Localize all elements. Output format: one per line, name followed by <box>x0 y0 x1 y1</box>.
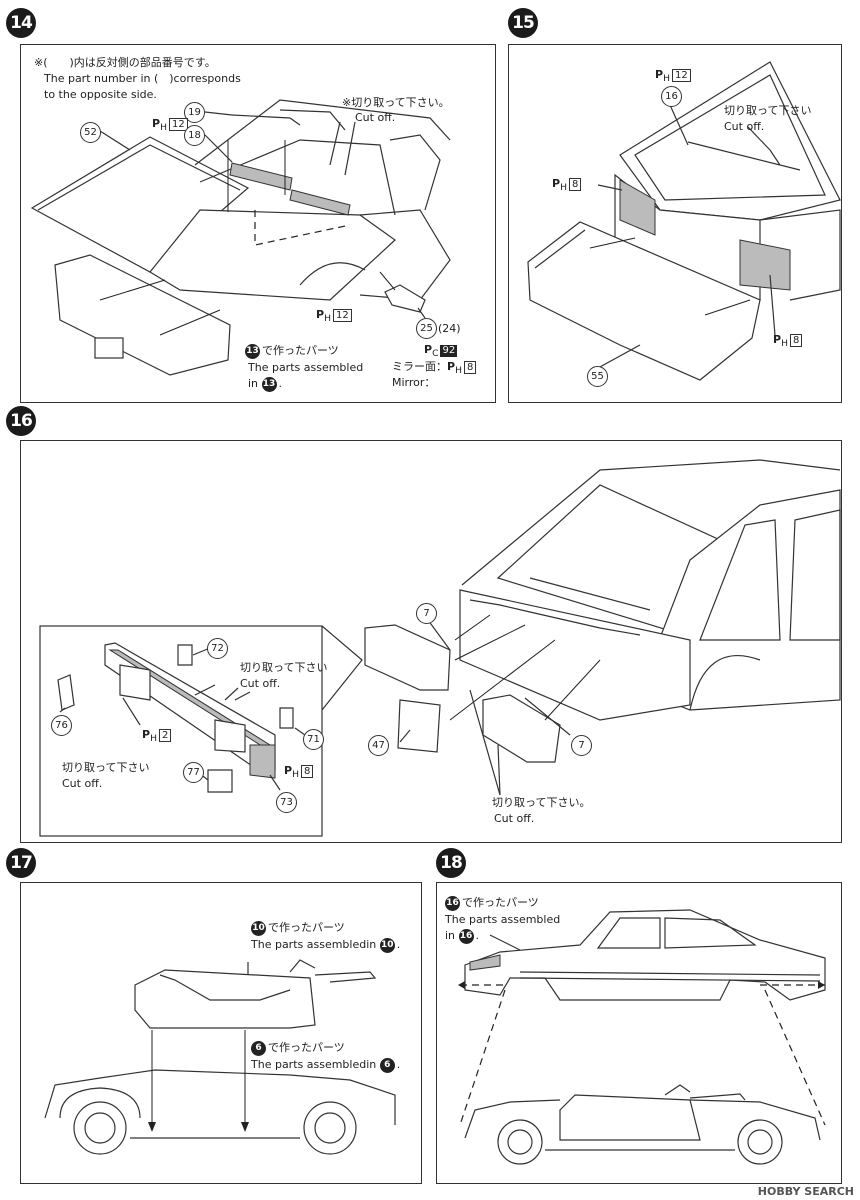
ref-10-badge-2: 10 <box>379 937 395 953</box>
step-17-a-en: The parts assembledin 10. <box>251 937 401 953</box>
step-14-assembled-en-2: in 13. <box>248 376 283 392</box>
step-14-assembled-en-1: The parts assembled <box>248 361 364 374</box>
part-76-label: 76 <box>51 715 72 736</box>
ref-13-badge: 13 <box>245 343 260 359</box>
step-16-cutoff2-en: Cut off. <box>62 777 103 790</box>
step-14-number: 14 <box>6 8 36 38</box>
step-17-b-en: The parts assembledin 6. <box>251 1057 401 1073</box>
part-55-label: 55 <box>587 366 608 387</box>
part-77-label: 77 <box>183 762 204 783</box>
ref-6-badge-2: 6 <box>379 1057 395 1073</box>
step-16-cutoff3-jp: 切り取って下さい。 <box>492 796 591 809</box>
ref-16-badge-2: 16 <box>458 928 474 944</box>
part-72-label: 72 <box>207 638 228 659</box>
step-15-cutoff-jp: 切り取って下さい <box>724 104 812 117</box>
step-15-number: 15 <box>508 8 538 38</box>
part-71-label: 71 <box>303 729 324 750</box>
part-24-label: (24) <box>438 322 461 335</box>
step-14-cutoff-jp: ※切り取って下さい。 <box>342 96 450 109</box>
step-14-cutoff-en: Cut off. <box>355 111 396 124</box>
part-16-label: 16 <box>661 86 682 107</box>
ref-10-badge: 10 <box>251 920 266 936</box>
part-52-label: 52 <box>80 122 101 143</box>
part-25-label: 25 <box>416 318 437 339</box>
part-73-label: 73 <box>276 792 297 813</box>
step-16-cutoff1-jp: 切り取って下さい <box>240 661 328 674</box>
ref-13-badge-2: 13 <box>261 376 277 392</box>
ref-6-badge: 6 <box>251 1040 266 1056</box>
part-19-label: 19 <box>184 102 205 123</box>
step-16-cutoff3-en: Cut off. <box>494 812 535 825</box>
step-16-cutoff1-en: Cut off. <box>240 677 281 690</box>
step-14-note-en-1: The part number in ( )corresponds <box>44 72 241 85</box>
step-16-number: 16 <box>6 406 36 436</box>
part-7-label-b: 7 <box>571 735 592 756</box>
step-14-note-en-2: to the opposite side. <box>44 88 157 101</box>
step-18-en-1: The parts assembled <box>445 913 561 926</box>
step-17-number: 17 <box>6 848 36 878</box>
ref-16-badge: 16 <box>445 895 460 911</box>
step-14-note-jp: ※( )内は反対側の部品番号です。 <box>34 56 216 69</box>
mirror-en: Mirror： <box>392 376 436 389</box>
part-7-label-a: 7 <box>416 603 437 624</box>
step-18-number: 18 <box>436 848 466 878</box>
part-47-label: 47 <box>368 735 389 756</box>
step-15-cutoff-en: Cut off. <box>724 120 765 133</box>
step-16-cutoff2-jp: 切り取って下さい <box>62 761 150 774</box>
step-18-en-2: in 16. <box>445 928 480 944</box>
hobby-search-watermark: HOBBY SEARCH <box>757 1185 854 1198</box>
part-18-label: 18 <box>184 125 205 146</box>
